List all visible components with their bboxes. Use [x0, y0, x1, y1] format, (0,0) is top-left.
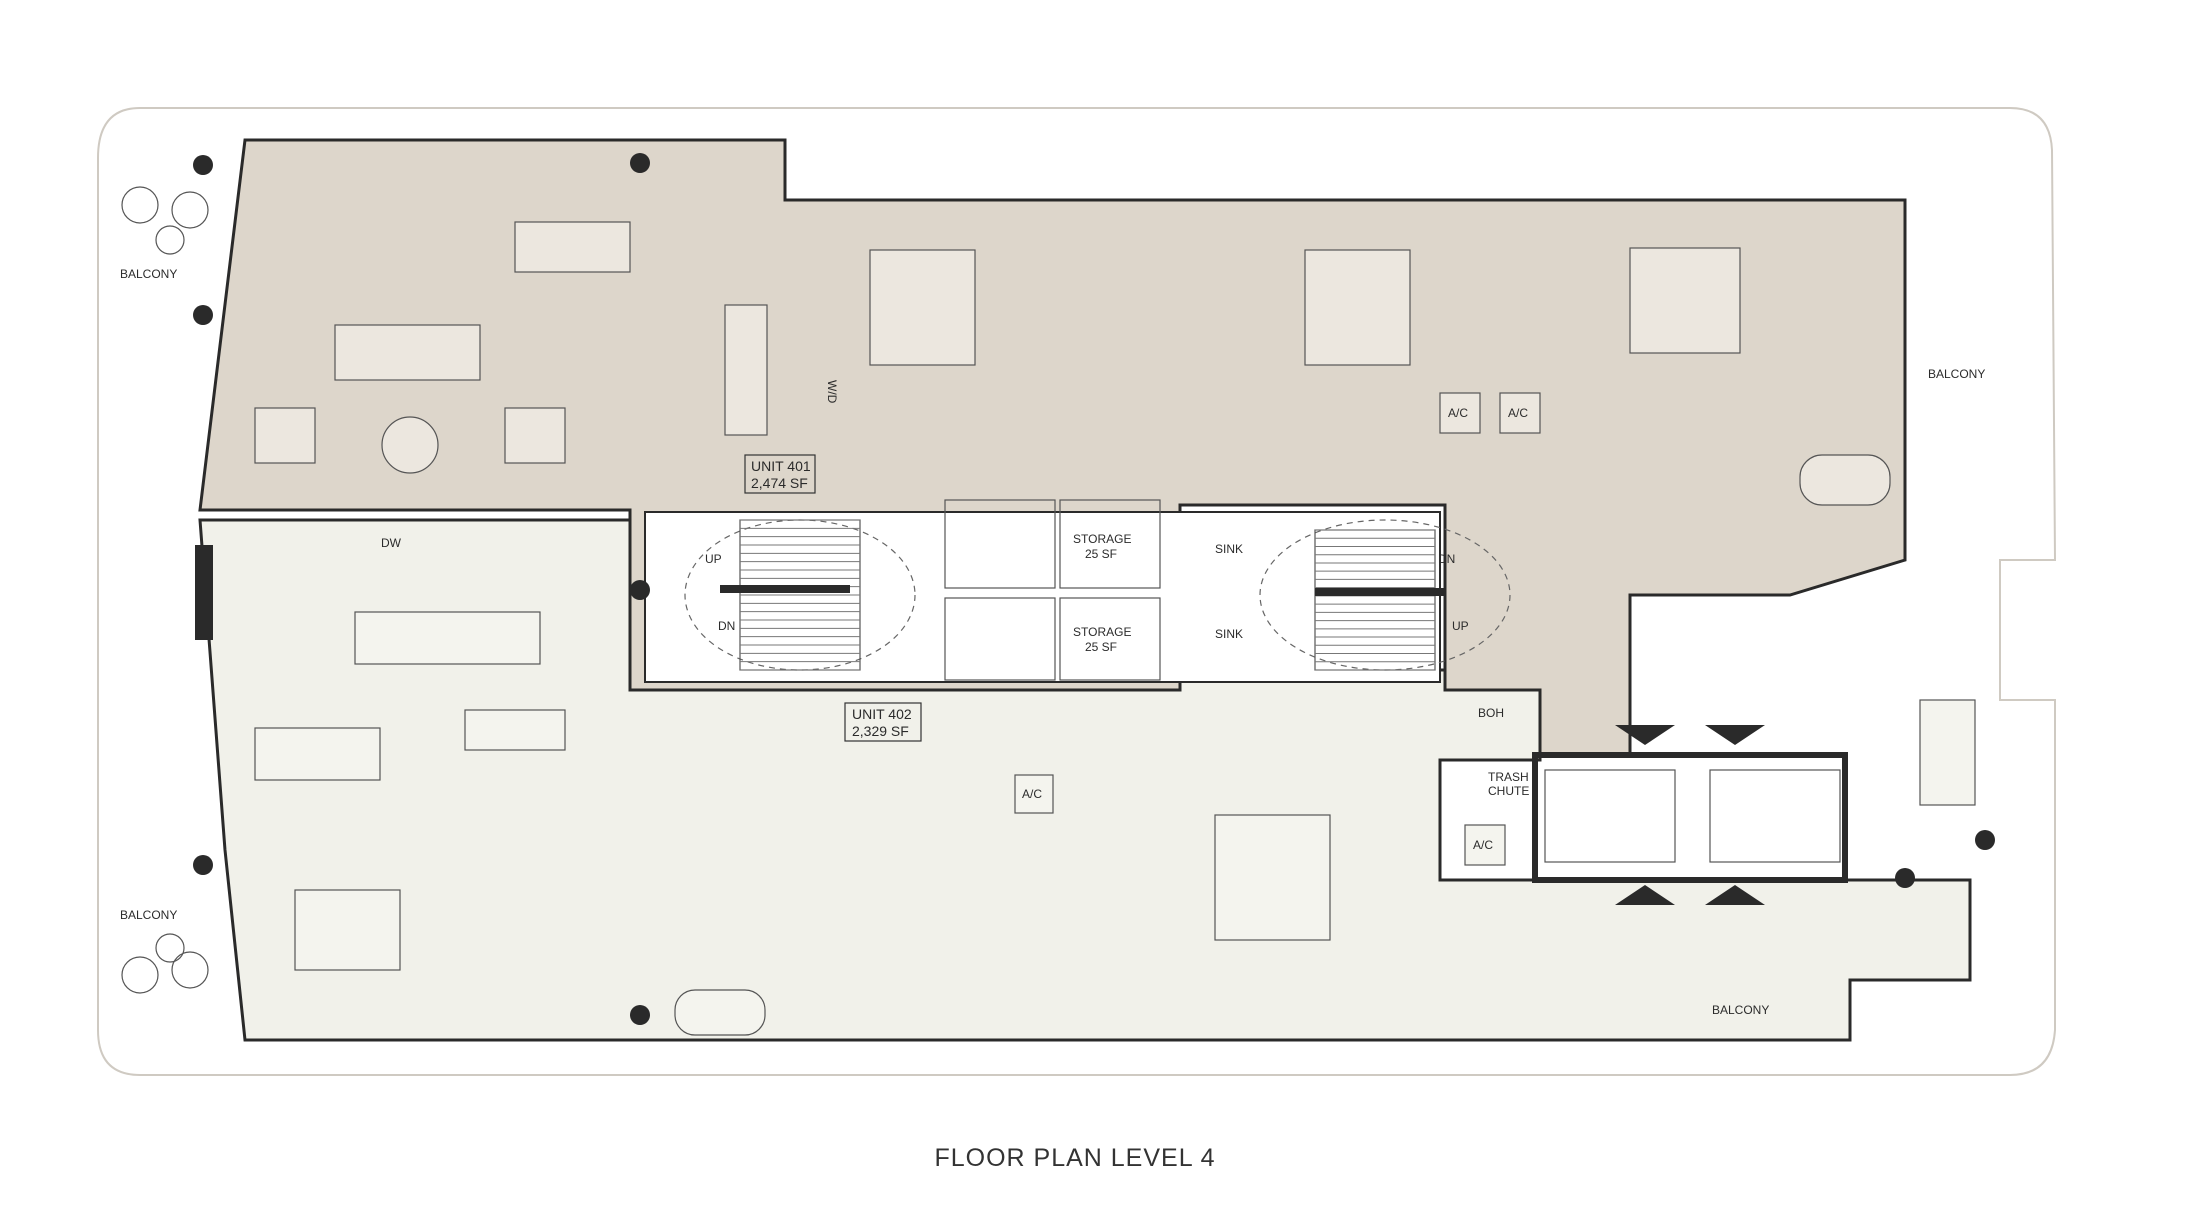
stair-left-up: UP: [705, 552, 722, 566]
ac2-label: A/C: [1508, 406, 1528, 420]
balcony-furniture-left-top: [121, 186, 209, 255]
unit-402-area-label: 2,329 SF: [852, 723, 909, 739]
bed-401-a: [869, 249, 976, 366]
elevator-core: [1532, 725, 1848, 905]
balcony-furniture-left-bottom: [121, 933, 209, 994]
column: [630, 580, 650, 600]
storage-room-a: [1059, 499, 1161, 589]
unit-402-name: UNIT 402: [852, 706, 912, 722]
kitchen-island-401: [724, 304, 768, 436]
stair-left-dn: DN: [718, 619, 735, 633]
bed-402-a: [294, 889, 401, 971]
ac4-label: A/C: [1473, 838, 1493, 852]
armchair-401-a: [254, 407, 316, 464]
coffee-table-401: [381, 416, 439, 474]
column: [630, 153, 650, 173]
dw-label: DW: [381, 536, 402, 550]
stair-left: [684, 519, 916, 671]
restroom-b: [944, 597, 1056, 681]
column: [630, 1005, 650, 1025]
unit-401-area: [198, 138, 1907, 757]
sofa-402: [464, 709, 566, 751]
unit-401-area-label: 2,474 SF: [751, 475, 808, 491]
balcony-label-bottom-right: BALCONY: [1712, 1003, 1769, 1017]
ac-unit-4: [1464, 824, 1506, 866]
storage-a-name: STORAGE: [1073, 532, 1131, 546]
balcony-label-top-left: BALCONY: [120, 267, 177, 281]
sink-a-label: SINK: [1215, 542, 1243, 556]
unit-401-label-box: [744, 454, 816, 494]
storage-room-b: [1059, 597, 1161, 681]
ac-unit-1: [1439, 392, 1481, 434]
dining-table: [514, 221, 631, 273]
column: [1975, 830, 1995, 850]
column: [1895, 868, 1915, 888]
boh-label: BOH: [1478, 706, 1504, 720]
bathtub-401: [1799, 454, 1891, 506]
column: [193, 155, 213, 175]
column: [193, 305, 213, 325]
balcony-label-right: BALCONY: [1928, 367, 1985, 381]
storage-b-area: 25 SF: [1085, 640, 1117, 654]
stair-right-up: UP: [1452, 619, 1469, 633]
wd-label: W/D: [825, 380, 839, 404]
bed-401-b: [1304, 249, 1411, 366]
ac-unit-3: [1014, 774, 1054, 814]
bed-401-c: [1629, 247, 1741, 354]
unit-401-name: UNIT 401: [751, 458, 811, 474]
plan-title: FLOOR PLAN LEVEL 4: [934, 1144, 1215, 1172]
column: [193, 855, 213, 875]
storage-b-name: STORAGE: [1073, 625, 1131, 639]
bed-402-b: [1214, 814, 1331, 941]
kitchen-island-402: [354, 611, 541, 665]
ac1-label: A/C: [1448, 406, 1468, 420]
armchair-401-b: [504, 407, 566, 464]
structural-columns: [193, 153, 1995, 1025]
ac-unit-2: [1499, 392, 1541, 434]
ac3-label: A/C: [1022, 787, 1042, 801]
stair-right-dn: DN: [1438, 552, 1455, 566]
stair-right: [1259, 519, 1511, 671]
core-area: [644, 511, 1441, 683]
restroom-a: [944, 499, 1056, 589]
sofa-401: [334, 324, 481, 381]
balcony-label-bottom-left: BALCONY: [120, 908, 177, 922]
bathtub-402: [674, 989, 766, 1036]
dining-table-402: [254, 727, 381, 781]
storage-a-area: 25 SF: [1085, 547, 1117, 561]
window-wall-left: [195, 545, 213, 640]
trash-label: TRASH: [1488, 770, 1529, 784]
sink-b-label: SINK: [1215, 627, 1243, 641]
unit-402-label-box: [844, 702, 922, 742]
chute-label: CHUTE: [1488, 784, 1529, 798]
lounge-chair-402: [1919, 699, 1976, 806]
